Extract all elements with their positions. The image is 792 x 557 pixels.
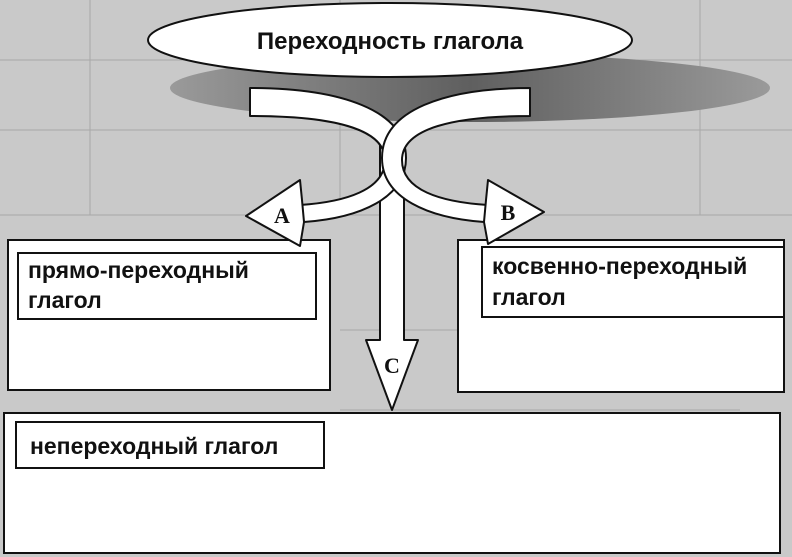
title-ellipse bbox=[147, 2, 633, 78]
indirect-label-box bbox=[481, 246, 785, 318]
arrow-b: B bbox=[381, 87, 545, 245]
direct-label-line2: глагол bbox=[28, 287, 102, 313]
direct-transitive-node: прямо-переходный глагол bbox=[7, 239, 331, 391]
direct-label-line1: прямо-переходный bbox=[28, 257, 249, 283]
intransitive-node: непереходный глагол bbox=[3, 412, 781, 554]
arrow-c-letter: C bbox=[384, 353, 400, 378]
indirect-label-line2: глагол bbox=[492, 284, 566, 310]
arrow-b-head bbox=[483, 179, 545, 245]
indirect-label-line1: косвенно-переходный bbox=[492, 253, 747, 279]
indirect-transitive-node: косвенно-переходный глагол bbox=[457, 239, 785, 393]
arrow-b-letter: B bbox=[501, 200, 516, 225]
arrow-a-letter: A bbox=[274, 203, 290, 228]
intransitive-label: непереходный глагол bbox=[30, 433, 278, 459]
intransitive-label-box bbox=[15, 421, 325, 469]
title-label: Переходность глагола bbox=[257, 28, 524, 55]
arrow-a-head bbox=[245, 179, 305, 247]
direct-label-box bbox=[17, 252, 317, 320]
title-node: Переходность глагола bbox=[147, 2, 633, 78]
arrow-a: A bbox=[245, 87, 407, 247]
